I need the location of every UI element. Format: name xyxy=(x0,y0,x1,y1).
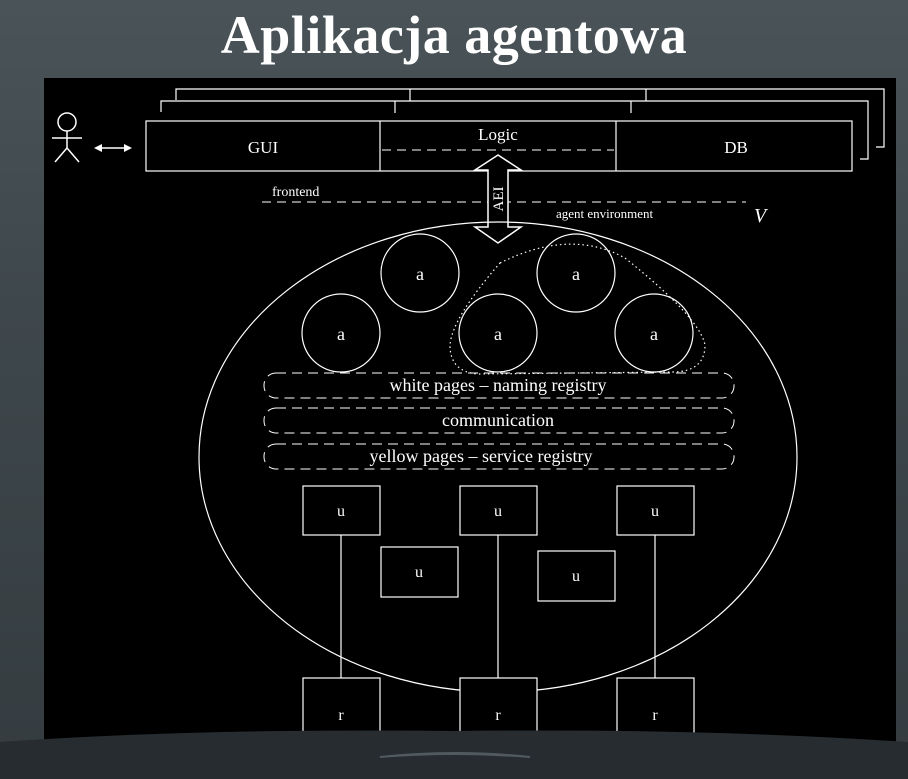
white-pages-band xyxy=(263,372,735,399)
agent-label: a xyxy=(650,324,658,344)
agent-environment-label: agent environment xyxy=(556,206,653,221)
agent-node xyxy=(301,293,381,373)
unit-label: u xyxy=(494,503,502,520)
agent-label: a xyxy=(416,264,424,284)
user-icon xyxy=(52,112,82,163)
agent-node xyxy=(380,233,460,313)
yellow-pages-label: yellow pages – service registry xyxy=(370,446,593,466)
aei-label: AEI xyxy=(491,187,507,212)
double-arrow-icon xyxy=(94,144,132,152)
slide-bottom-decoration xyxy=(0,730,908,779)
unit-box xyxy=(616,485,695,536)
logic-label: Logic xyxy=(478,125,518,144)
resource-label: r xyxy=(652,707,658,724)
architecture-diagram: GUI Logic DB frontend agent environment … xyxy=(44,78,896,779)
white-pages-label: white pages – naming registry xyxy=(390,375,607,395)
stacked-tier-outlines xyxy=(160,88,885,160)
unit-box xyxy=(537,550,616,602)
agent-node xyxy=(536,233,616,313)
db-label: DB xyxy=(724,138,748,157)
unit-box xyxy=(380,546,459,598)
unit-label: u xyxy=(651,503,659,520)
agent-label: a xyxy=(337,324,345,344)
slide-title: Aplikacja agentowa xyxy=(220,5,688,65)
resource-label: r xyxy=(495,707,501,724)
communication-band xyxy=(263,407,735,434)
unit-label: u xyxy=(337,503,345,520)
communication-label: communication xyxy=(442,410,554,430)
resource-label: r xyxy=(338,707,344,724)
agent-node xyxy=(458,293,538,373)
v-label: V xyxy=(754,205,769,227)
unit-box xyxy=(302,485,381,536)
agent-label: a xyxy=(572,264,580,284)
unit-label: u xyxy=(415,564,423,581)
unit-label: u xyxy=(572,568,580,585)
unit-box xyxy=(459,485,538,536)
gui-label: GUI xyxy=(248,138,279,157)
yellow-pages-band xyxy=(263,443,735,470)
agent-label: a xyxy=(494,324,502,344)
frontend-label: frontend xyxy=(272,185,319,200)
agent-node xyxy=(614,293,694,373)
aei-arrow xyxy=(472,154,524,244)
